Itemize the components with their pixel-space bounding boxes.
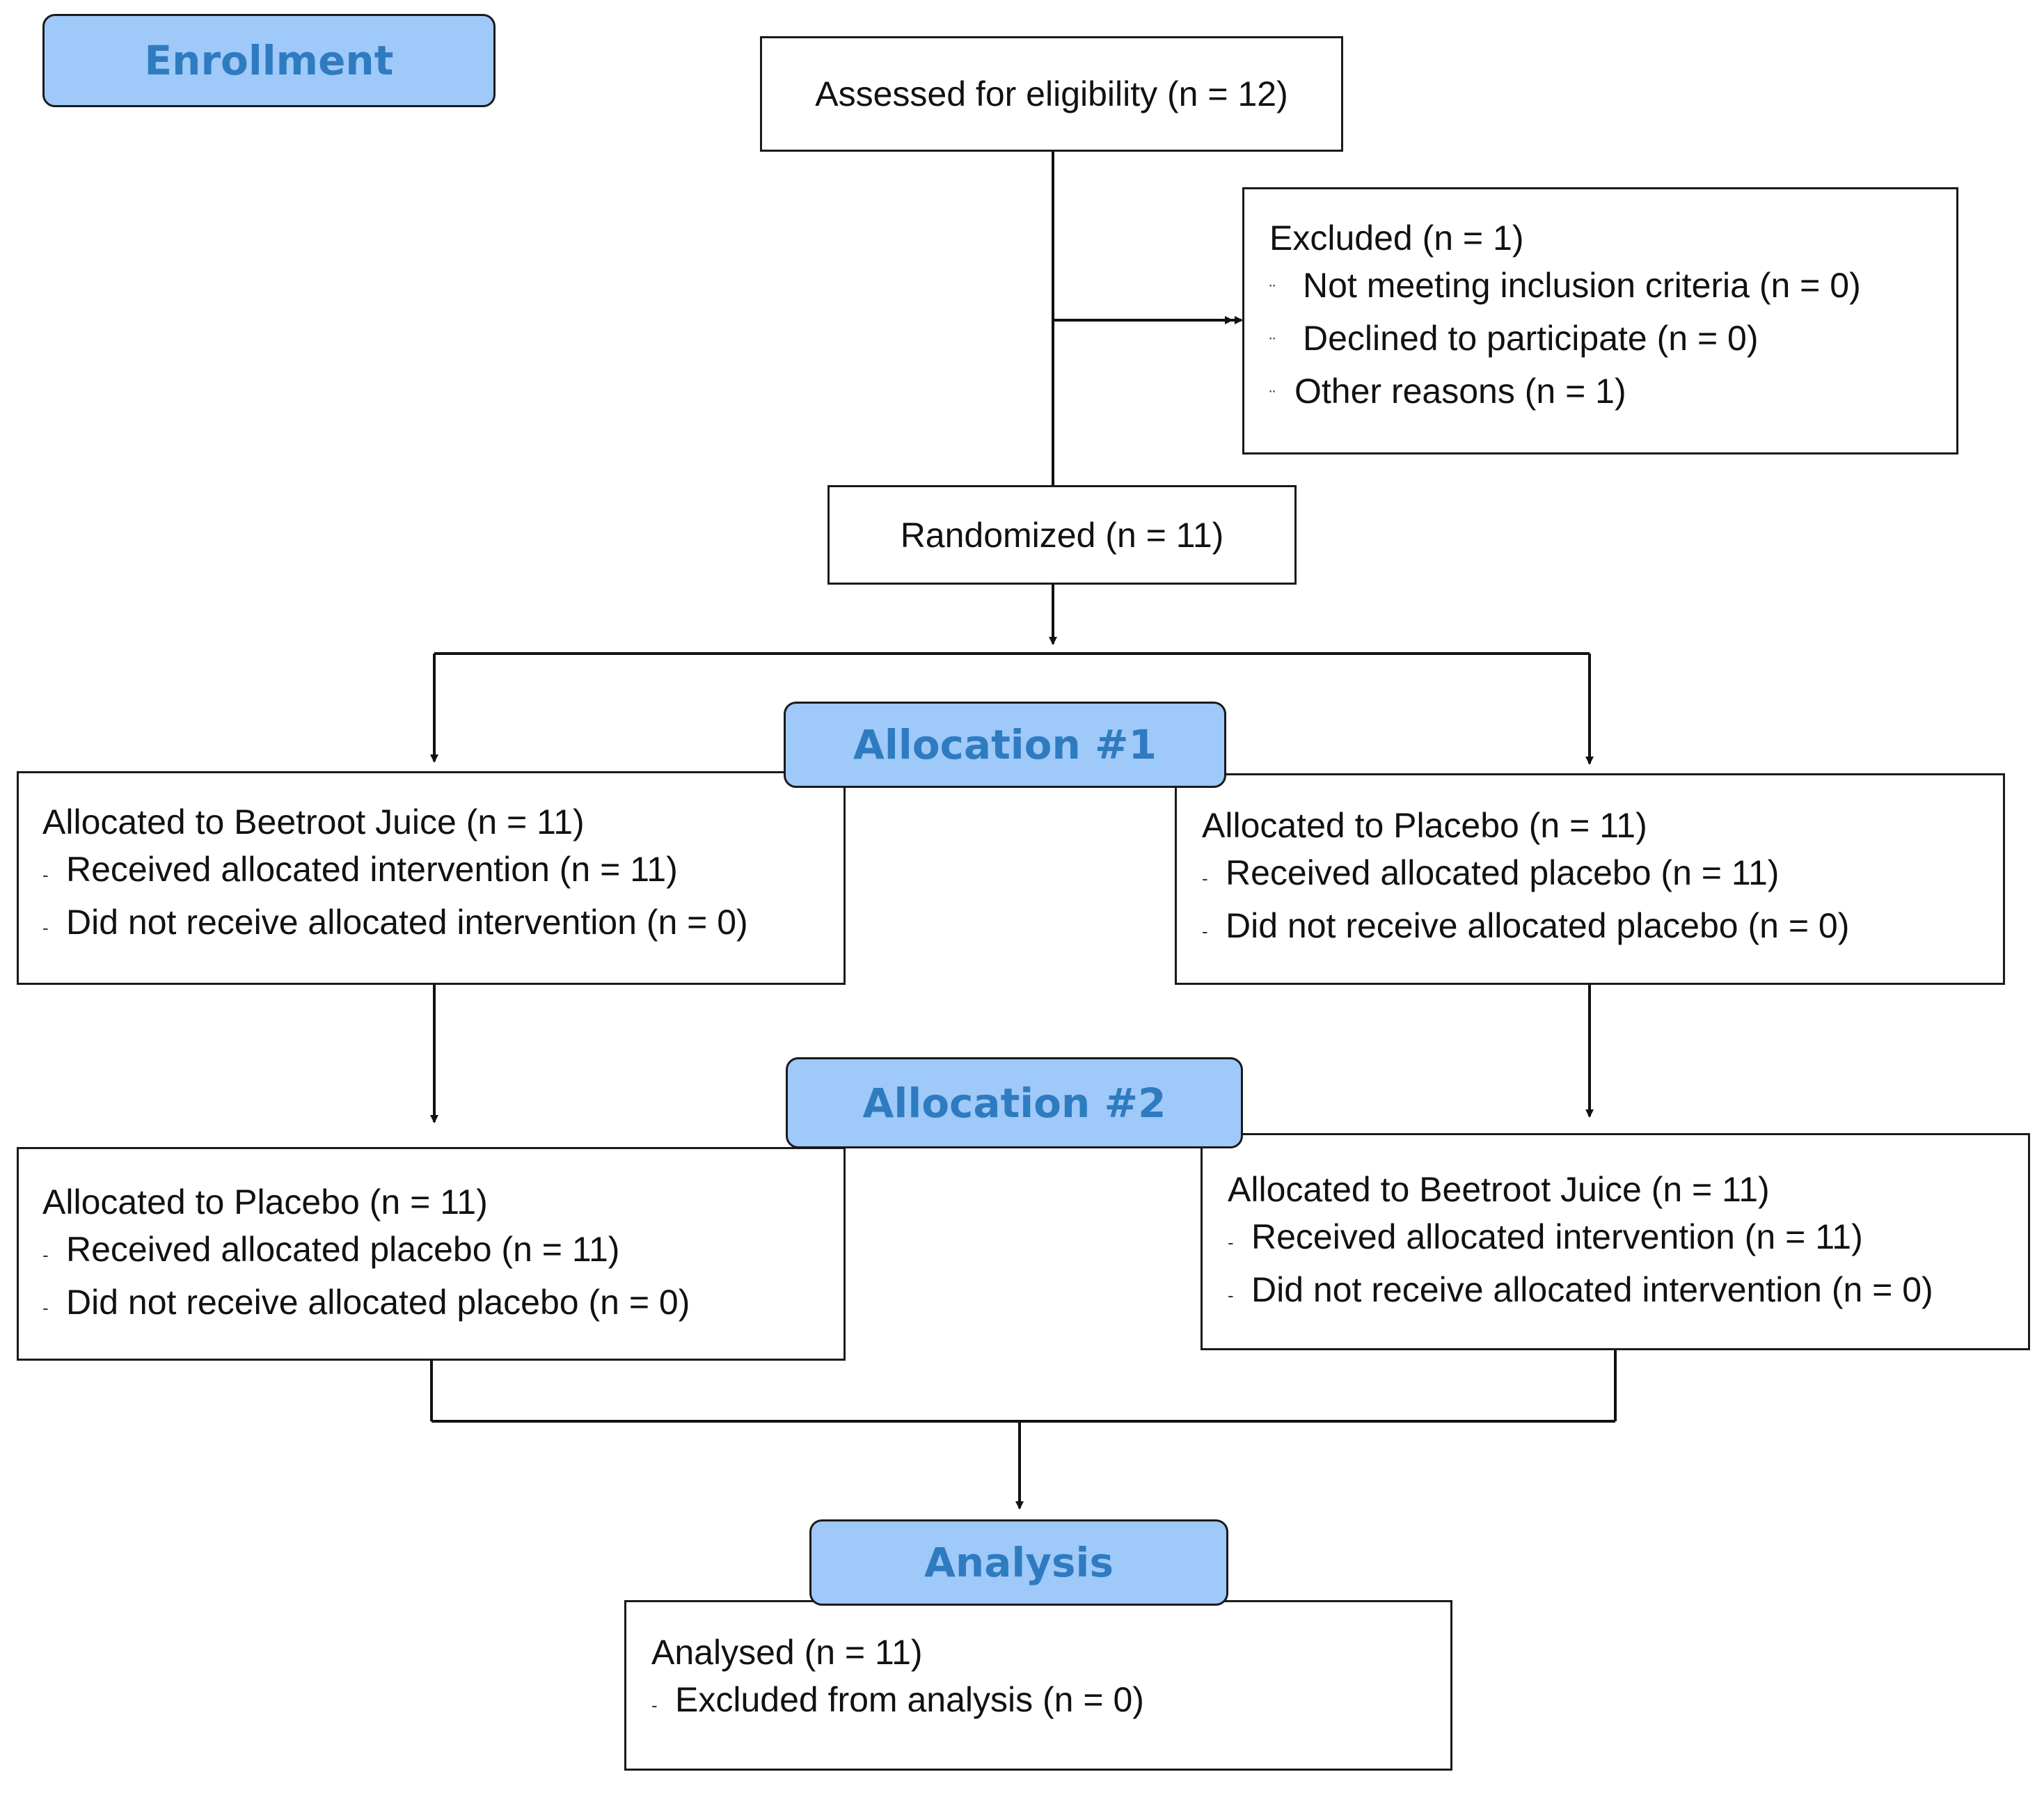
alloc2-right-title: Allocated to Beetroot Juice (n = 11) (1228, 1170, 1770, 1209)
excluded-item: ¨ Other reasons (n = 1) (1269, 367, 1956, 420)
alloc1-right-item: - Did not receive allocated placebo (n =… (1202, 902, 2003, 955)
stage-enrollment-label: Enrollment (144, 37, 394, 84)
alloc2-left-item-text: Received allocated placebo (n = 11) (66, 1230, 620, 1269)
bullet-icon: ¨ (1269, 333, 1276, 354)
excluded-title: Excluded (n = 1) (1269, 219, 1524, 258)
assessed-box: Assessed for eligibility (n = 12) (760, 36, 1343, 152)
bullet-icon: ¨ (1269, 386, 1276, 407)
alloc2-left-item: - Received allocated placebo (n = 11) (42, 1226, 843, 1279)
bullet-icon: - (42, 1297, 49, 1318)
alloc1-left-item-text: Did not receive allocated intervention (… (66, 903, 748, 942)
alloc2-right-item-text: Did not receive allocated intervention (… (1251, 1270, 1933, 1309)
analysed-item: - Excluded from analysis (n = 0) (651, 1676, 1450, 1729)
analysed-title: Analysed (n = 11) (651, 1633, 923, 1672)
alloc2-right-box: Allocated to Beetroot Juice (n = 11) - R… (1201, 1133, 2030, 1350)
excluded-item-text: Other reasons (n = 1) (1294, 372, 1626, 411)
excluded-item: ¨ Declined to participate (n = 0) (1269, 315, 1956, 367)
excluded-item: ¨ Not meeting inclusion criteria (n = 0) (1269, 262, 1956, 315)
stage-allocation-1: Allocation #1 (784, 702, 1226, 788)
stage-analysis-label: Analysis (924, 1539, 1114, 1586)
assessed-text: Assessed for eligibility (n = 12) (815, 74, 1288, 113)
alloc2-left-box: Allocated to Placebo (n = 11) - Received… (17, 1147, 846, 1361)
bullet-icon: - (651, 1695, 658, 1716)
stage-allocation-1-label: Allocation #1 (853, 721, 1157, 768)
alloc2-right-item: - Did not receive allocated intervention… (1228, 1266, 2028, 1319)
alloc1-right-title: Allocated to Placebo (n = 11) (1202, 806, 1647, 845)
bullet-icon: - (1228, 1285, 1234, 1306)
alloc1-right-item-text: Did not receive allocated placebo (n = 0… (1226, 906, 1850, 945)
alloc1-left-item-text: Received allocated intervention (n = 11) (66, 850, 678, 889)
bullet-icon: - (42, 864, 49, 885)
alloc1-left-item: - Received allocated intervention (n = 1… (42, 846, 843, 899)
excluded-item-text: Not meeting inclusion criteria (n = 0) (1303, 266, 1861, 305)
bullet-icon: - (1202, 868, 1208, 889)
alloc2-left-title: Allocated to Placebo (n = 11) (42, 1183, 488, 1221)
randomized-box: Randomized (n = 11) (827, 485, 1297, 585)
excluded-item-text: Declined to participate (n = 0) (1303, 319, 1759, 358)
alloc2-left-item-text: Did not receive allocated placebo (n = 0… (66, 1283, 690, 1322)
randomized-text: Randomized (n = 11) (900, 515, 1224, 555)
bullet-icon: - (1202, 921, 1208, 942)
analysed-item-text: Excluded from analysis (n = 0) (675, 1680, 1144, 1719)
stage-enrollment: Enrollment (42, 14, 496, 107)
alloc1-left-item: - Did not receive allocated intervention… (42, 899, 843, 951)
alloc1-left-title: Allocated to Beetroot Juice (n = 11) (42, 802, 585, 841)
alloc1-left-box: Allocated to Beetroot Juice (n = 11) - R… (17, 771, 846, 985)
stage-analysis: Analysis (809, 1519, 1228, 1606)
bullet-icon: ¨ (1269, 280, 1276, 301)
excluded-box: Excluded (n = 1) ¨ Not meeting inclusion… (1242, 187, 1958, 454)
bullet-icon: - (42, 917, 49, 938)
stage-allocation-2-label: Allocation #2 (862, 1079, 1166, 1127)
stage-allocation-2: Allocation #2 (786, 1057, 1243, 1148)
alloc1-right-box: Allocated to Placebo (n = 11) - Received… (1175, 773, 2005, 985)
alloc1-right-item: - Received allocated placebo (n = 11) (1202, 849, 2003, 902)
alloc1-right-item-text: Received allocated placebo (n = 11) (1226, 853, 1780, 892)
bullet-icon: - (42, 1244, 49, 1265)
analysed-box: Analysed (n = 11) - Excluded from analys… (624, 1600, 1452, 1771)
alloc2-right-item: - Received allocated intervention (n = 1… (1228, 1213, 2028, 1266)
alloc2-left-item: - Did not receive allocated placebo (n =… (42, 1279, 843, 1331)
alloc2-right-item-text: Received allocated intervention (n = 11) (1251, 1217, 1863, 1256)
bullet-icon: - (1228, 1232, 1234, 1253)
